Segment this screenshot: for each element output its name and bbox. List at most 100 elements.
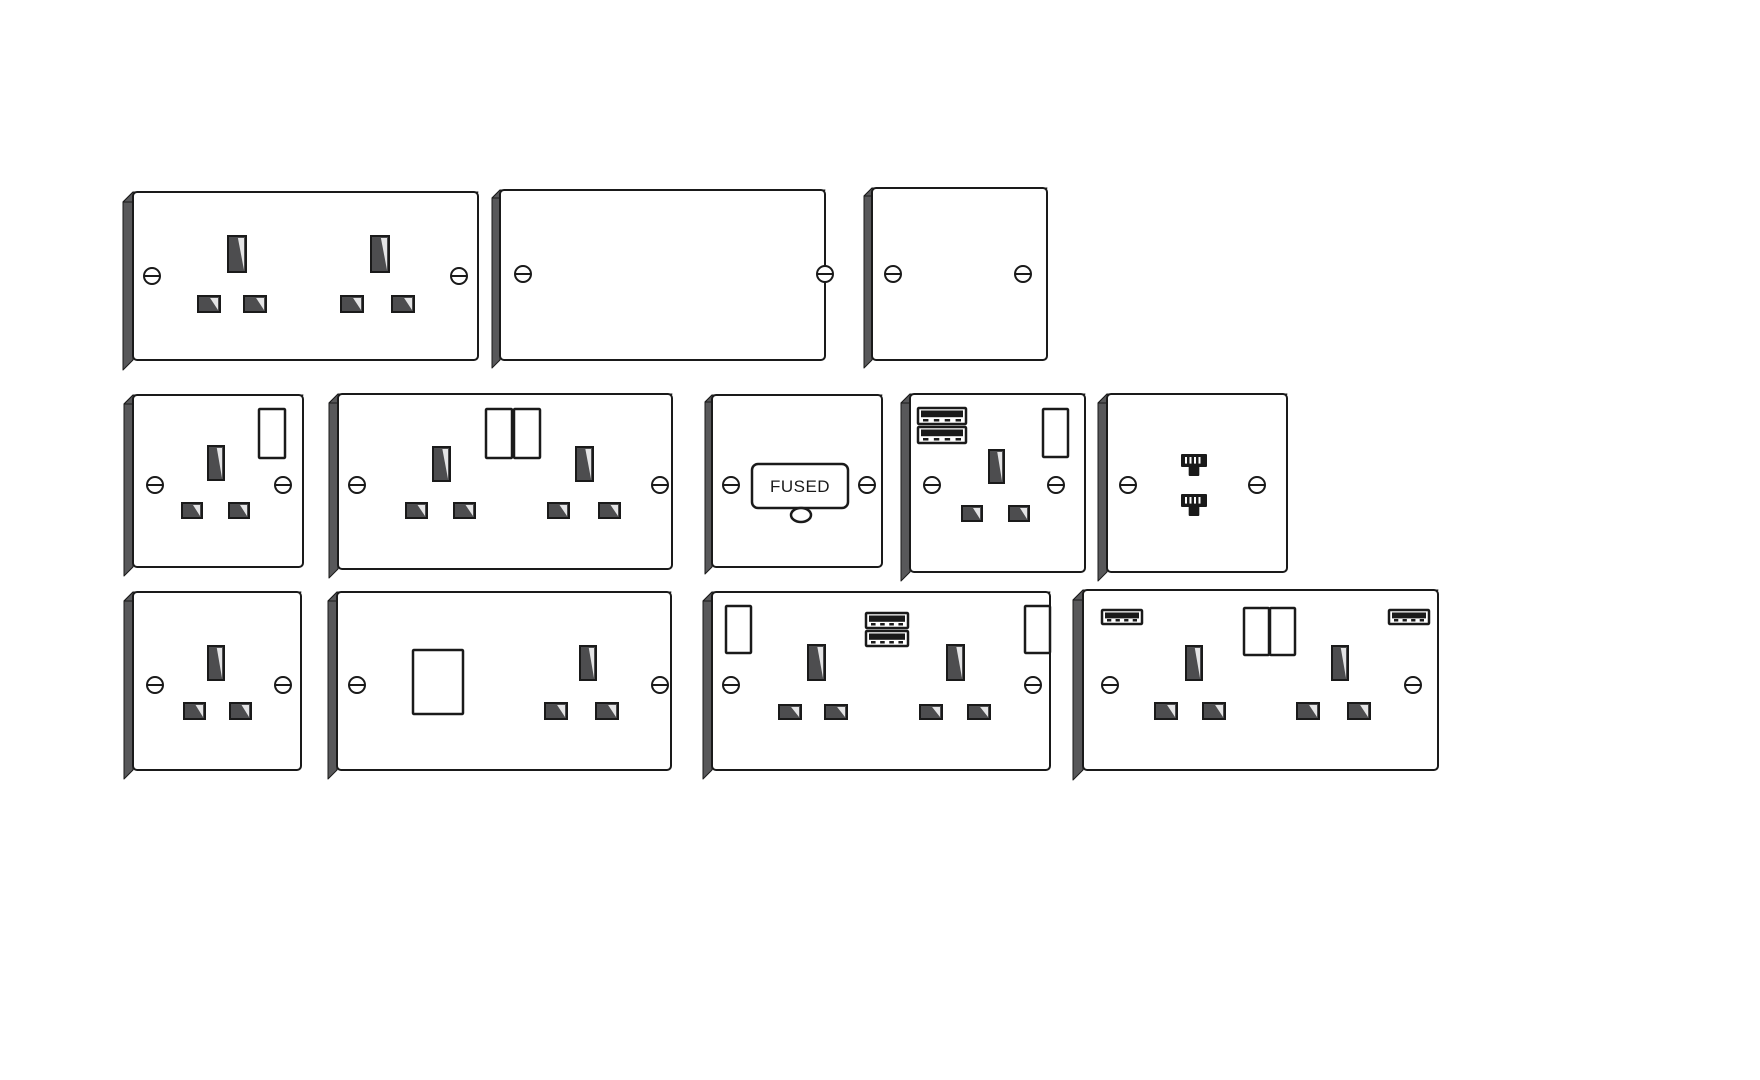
accessory-row: [122, 187, 1048, 371]
socket-outlet[interactable]: [919, 644, 991, 720]
socket-outlet[interactable]: [183, 645, 252, 720]
accessory-unit[interactable]: [900, 393, 1086, 582]
rj45-contact: [1194, 497, 1196, 504]
plate-edge-left: [702, 591, 713, 780]
neutral-pin-aperture-icon-outline: [1008, 505, 1030, 522]
earth-pin-aperture-icon-highlight: [585, 449, 591, 479]
socket-outlet[interactable]: [197, 235, 267, 313]
accessory-unit[interactable]: [123, 394, 304, 577]
earth-pin-aperture-icon-outline: [370, 235, 390, 273]
socket-outlet[interactable]: [1296, 645, 1371, 720]
plate-edge-left: [327, 591, 338, 780]
accessory-unit[interactable]: [327, 591, 672, 780]
neutral-pin-aperture-icon-outline: [243, 295, 267, 313]
neutral-pin-aperture-icon-highlight: [404, 298, 412, 310]
rocker-switch-icon[interactable]: [512, 407, 542, 460]
rj45-contact: [1198, 457, 1201, 464]
accessory-row: FUSED: [123, 393, 1288, 582]
neutral-pin-aperture-icon-highlight: [1360, 705, 1368, 717]
usb-port-contact: [923, 419, 929, 422]
earth-pin-aperture-icon-outline: [207, 645, 225, 681]
line-pin-aperture-icon-highlight: [195, 705, 203, 717]
line-pin-aperture-icon-highlight: [791, 707, 799, 717]
neutral-pin-aperture-icon-outline: [229, 702, 252, 720]
socket-outlet[interactable]: [547, 446, 621, 519]
rocker-switch-icon[interactable]: [1041, 407, 1070, 459]
earth-pin-aperture-icon-highlight: [380, 238, 387, 270]
faceplate: [132, 191, 479, 361]
plate-edge-left: [122, 191, 134, 371]
socket-outlet[interactable]: [405, 446, 476, 519]
fused-label-text: FUSED: [770, 477, 830, 496]
neutral-pin-aperture-icon-outline: [598, 502, 621, 519]
accessory-unit[interactable]: [122, 191, 479, 371]
neutral-pin-aperture-icon-highlight: [465, 505, 473, 516]
accessory-unit[interactable]: [702, 591, 1052, 780]
socket-outlet[interactable]: [778, 644, 848, 720]
earth-pin-aperture-icon-highlight: [216, 648, 222, 678]
earth-pin-aperture-icon-outline: [988, 449, 1005, 484]
faceplate: [871, 187, 1048, 361]
accessory-unit[interactable]: [863, 187, 1048, 369]
rj45-contact: [1189, 457, 1192, 464]
socket-outlet[interactable]: [340, 235, 415, 313]
accessory-unit[interactable]: [1072, 589, 1439, 781]
rocker-switch-icon[interactable]: [257, 407, 287, 460]
rocker-switch-icon[interactable]: [1023, 604, 1052, 655]
line-pin-aperture-icon-highlight: [353, 298, 361, 310]
rocker-switch-icon[interactable]: [411, 648, 465, 716]
usb-port-tongue: [921, 410, 963, 418]
neutral-pin-aperture-icon-outline: [1347, 702, 1371, 720]
earth-pin-aperture-icon-outline: [946, 644, 965, 681]
earth-pin-aperture-icon-outline: [207, 445, 225, 481]
line-pin-aperture-icon-outline: [183, 702, 206, 720]
usb-port-contact: [880, 623, 885, 626]
accessory-row: [123, 589, 1439, 781]
neutral-pin-aperture-icon-highlight: [608, 705, 616, 717]
socket-outlet[interactable]: [961, 449, 1030, 522]
rocker-switch-icon[interactable]: [1242, 606, 1271, 657]
rocker-switch-icon[interactable]: [1268, 606, 1297, 657]
socket-outlet[interactable]: [544, 645, 619, 720]
socket-outlet[interactable]: [1154, 645, 1226, 720]
fuse-carrier-icon[interactable]: [789, 506, 813, 524]
faceplate: [1106, 393, 1288, 573]
usb-port-contact: [1132, 619, 1137, 622]
socket-outlet[interactable]: [181, 445, 250, 519]
neutral-pin-aperture-icon-highlight: [1020, 508, 1027, 519]
accessory-unit[interactable]: [491, 189, 834, 369]
neutral-pin-aperture-icon-highlight: [837, 707, 845, 717]
usb-port-contact: [944, 438, 951, 441]
plate-edge-left: [1072, 589, 1084, 781]
line-pin-aperture-icon-outline: [197, 295, 221, 313]
accessory-unit[interactable]: [328, 393, 673, 579]
neutral-pin-aperture-icon-outline: [391, 295, 415, 313]
line-pin-aperture-icon-outline: [181, 502, 203, 519]
accessory-unit[interactable]: [123, 591, 302, 780]
line-pin-aperture-icon-highlight: [417, 505, 425, 516]
line-pin-aperture-icon-highlight: [559, 505, 567, 516]
usb-port-contact: [923, 438, 929, 441]
line-pin-aperture-icon-highlight: [932, 707, 940, 717]
usb-port-contact: [955, 438, 961, 441]
neutral-pin-aperture-icon-outline: [595, 702, 619, 720]
accessory-unit[interactable]: FUSED: [704, 394, 883, 575]
rocker-switch-icon[interactable]: [484, 407, 514, 460]
line-pin-aperture-icon-outline: [961, 505, 983, 522]
earth-pin-aperture-icon-highlight: [442, 449, 448, 479]
usb-port-contact: [1107, 619, 1112, 622]
line-pin-aperture-icon-highlight: [210, 298, 218, 310]
rocker-switch-icon[interactable]: [724, 604, 753, 655]
neutral-pin-aperture-icon-highlight: [256, 298, 264, 310]
neutral-pin-aperture-icon-outline: [228, 502, 250, 519]
faceplate: [499, 189, 826, 361]
line-pin-aperture-icon-outline: [547, 502, 570, 519]
earth-pin-aperture-icon-outline: [807, 644, 826, 681]
earth-pin-aperture-icon-highlight: [1194, 648, 1200, 678]
usb-port-contact: [1419, 619, 1424, 622]
usb-port-contact: [1124, 619, 1129, 622]
usb-port-contact: [1394, 619, 1399, 622]
earth-pin-aperture-icon-highlight: [997, 452, 1002, 481]
accessory-unit[interactable]: [1097, 393, 1288, 582]
